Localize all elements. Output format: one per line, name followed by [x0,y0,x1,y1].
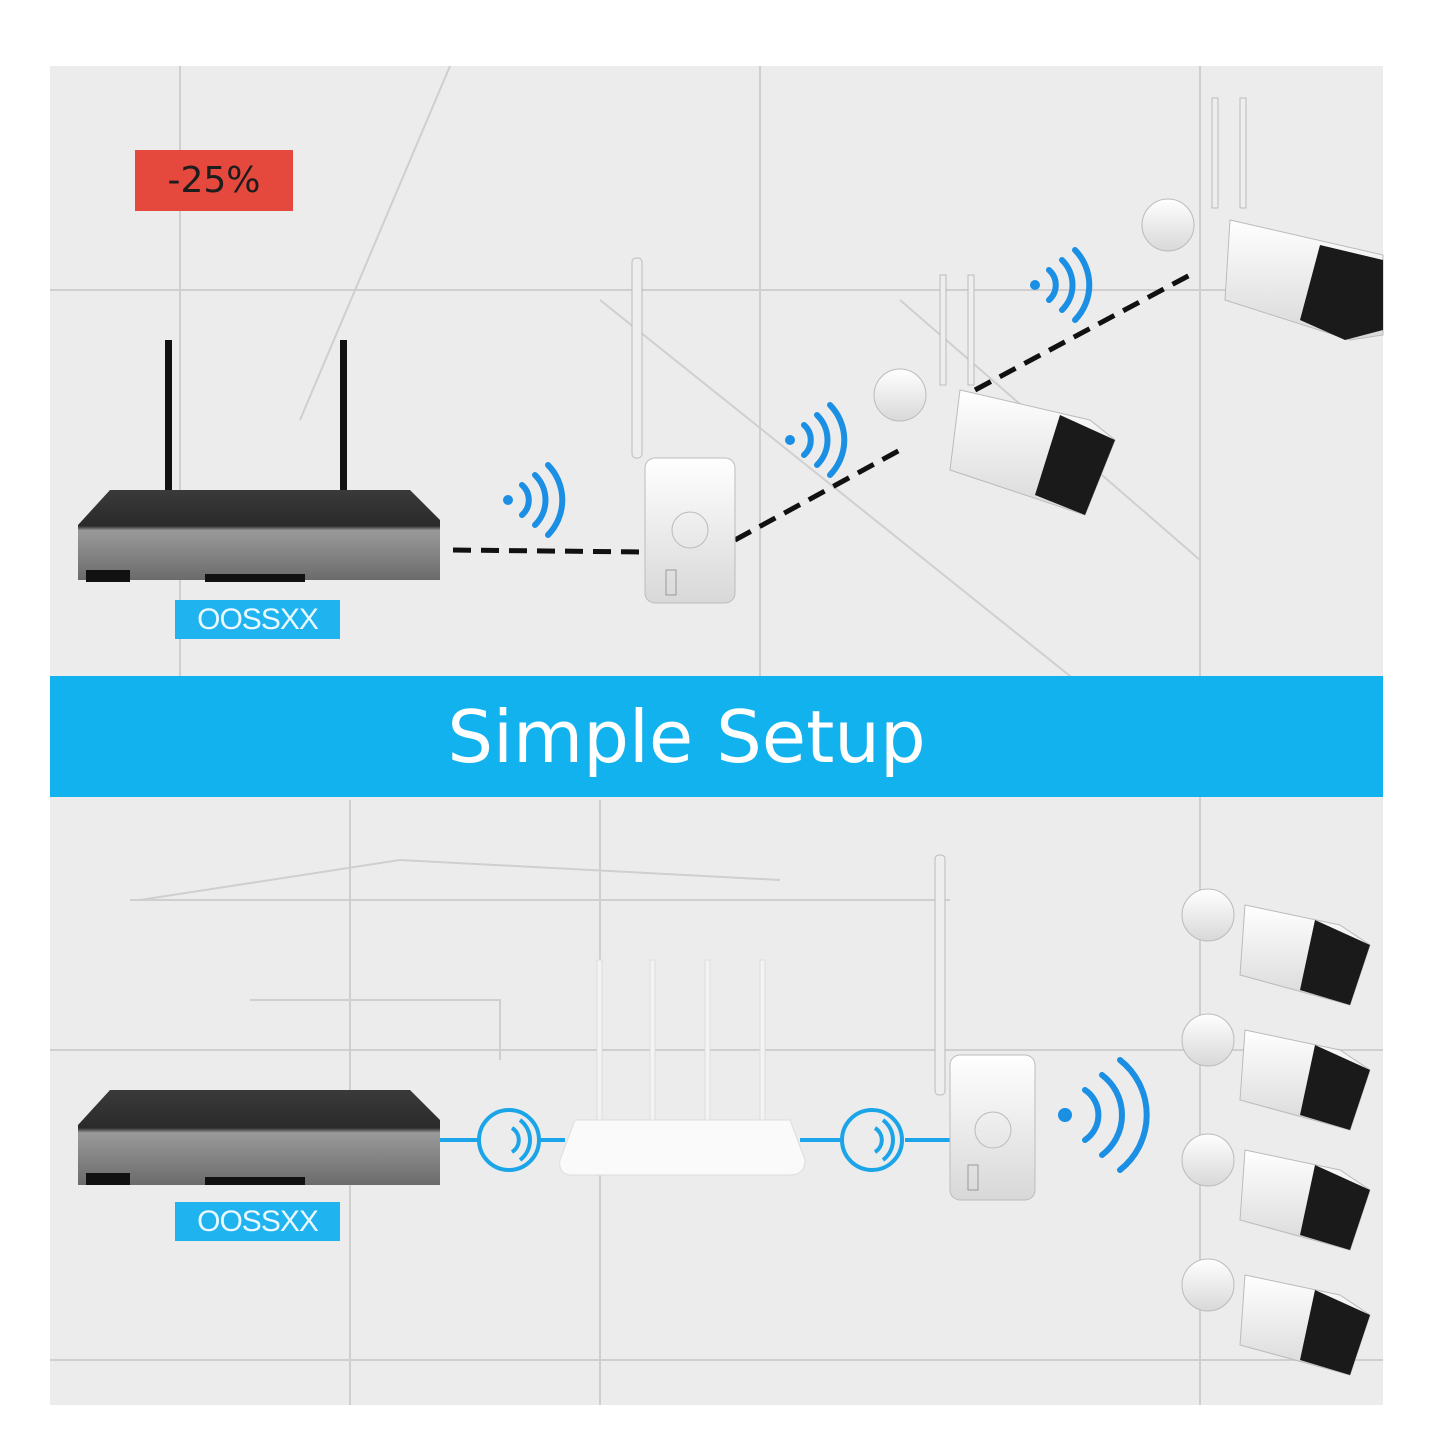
bottom-cameras [1181,888,1371,1376]
bottom-wifi-repeater [934,854,1036,1201]
bottom-connection-lines [440,1108,950,1172]
title-banner: Simple Setup [50,676,1383,797]
banner-title: Simple Setup [447,694,926,779]
wifi-router [559,959,806,1176]
top-wifi-repeater [631,257,736,604]
top-camera [1141,97,1384,341]
top-camera [873,274,1116,516]
bottom-brand-label: OOSSXX [175,1202,340,1241]
discount-badge: -25% [135,150,293,211]
top-nvr-recorder [78,340,440,582]
wifi-signal-icon [503,247,1150,1173]
bottom-nvr-recorder [78,1090,440,1185]
top-brand-label: OOSSXX [175,600,340,639]
top-connection-lines [452,272,1192,555]
